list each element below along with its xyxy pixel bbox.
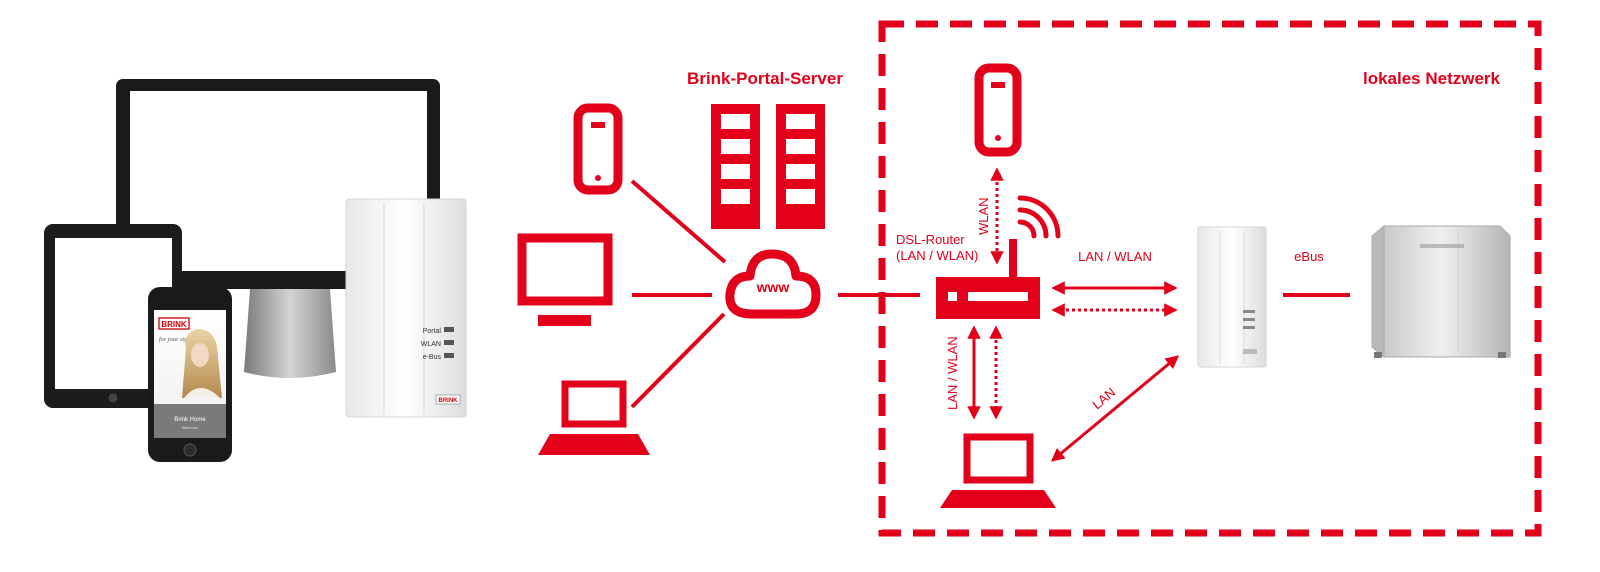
gateway-device-small: [1197, 226, 1267, 368]
router-label-line2: (LAN / WLAN): [896, 248, 978, 263]
svg-text:www: www: [756, 279, 790, 295]
remote-smartphone-icon: [573, 103, 623, 195]
svg-text:BRINK: BRINK: [161, 320, 187, 329]
led-portal: Portal: [423, 327, 454, 335]
led-wlan: WLAN: [421, 340, 454, 348]
gateway-device-large: Portal WLAN e-Bus BRINK: [345, 198, 467, 418]
local-smartphone-icon: [974, 63, 1022, 157]
server-rack-icon: [711, 104, 825, 229]
router-icon: [936, 239, 1040, 319]
svg-text:Brink Home: Brink Home: [174, 417, 206, 423]
network-label: lokales Netzwerk: [1363, 69, 1501, 88]
svg-text:for your style: for your style: [159, 336, 191, 343]
ebus-label: eBus: [1294, 249, 1324, 264]
svg-text:e-Bus: e-Bus: [423, 354, 442, 361]
ventilation-unit: [1371, 224, 1511, 359]
remote-monitor-icon: [517, 233, 613, 326]
router-label-line1: DSL-Router: [896, 232, 965, 247]
svg-text:BRINK: BRINK: [439, 398, 459, 404]
led-ebus: e-Bus: [423, 353, 454, 361]
lan-wlan-vertical-label: LAN / WLAN: [945, 336, 960, 410]
cloud-icon: www: [725, 249, 821, 319]
svg-text:WLAN: WLAN: [421, 341, 441, 348]
server-label: Brink-Portal-Server: [687, 69, 843, 88]
phone-device: BRINK for your style Brink Home Welcome: [148, 287, 232, 462]
device-photo-group: Portal WLAN e-Bus BRINK BRINK for your s…: [44, 79, 467, 462]
local-laptop-icon: [940, 433, 1056, 508]
lan-link-diagonal: [1050, 355, 1180, 462]
remote-laptop-icon: [538, 380, 650, 455]
tablet-device: [44, 224, 182, 408]
svg-text:Welcome: Welcome: [182, 425, 199, 430]
wlan-vertical-label: WLAN: [976, 197, 991, 235]
local-network-boundary: [878, 20, 1542, 537]
wifi-signal-icon: [1017, 195, 1061, 239]
svg-text:Portal: Portal: [423, 328, 442, 335]
lan-wlan-label: LAN / WLAN: [1078, 249, 1152, 264]
